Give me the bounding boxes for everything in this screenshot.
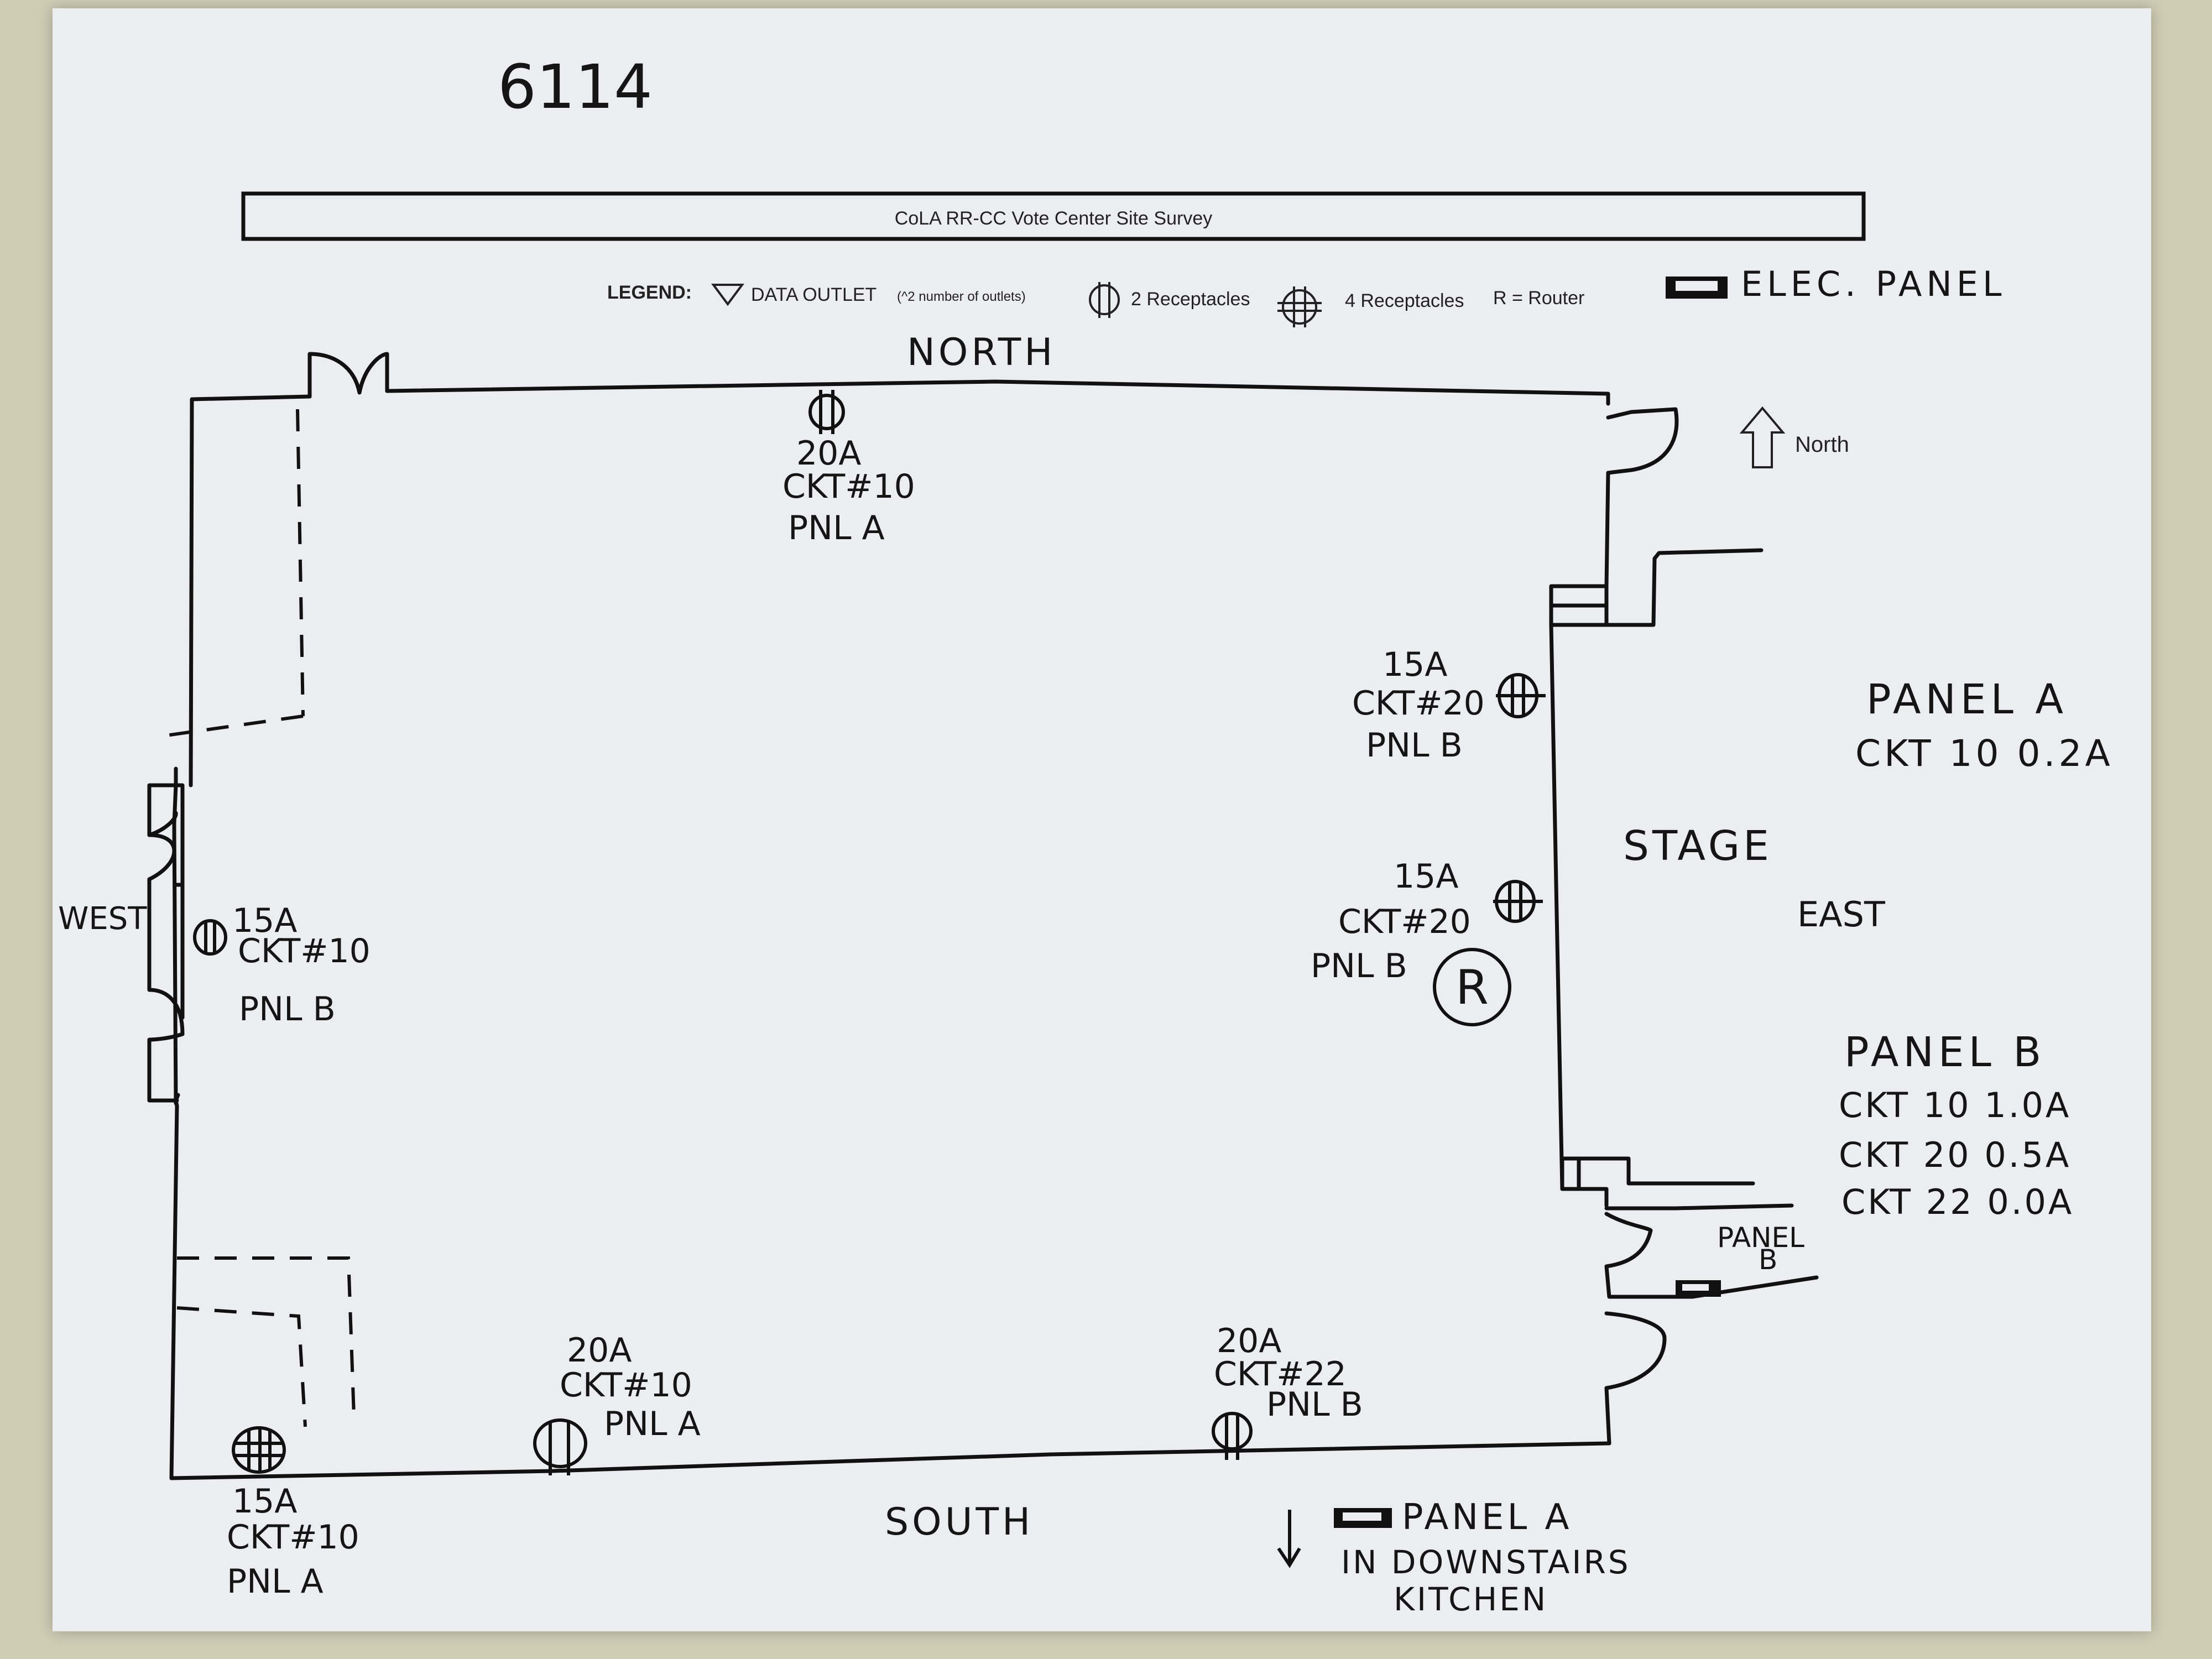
legend-elec-panel: ELEC. PANEL [1741, 264, 2006, 304]
data-outlet-icon [711, 284, 744, 306]
panel-b-location-line-2: B [1759, 1244, 1777, 1276]
panel-a-location-line-1: PANEL A [1402, 1497, 1572, 1538]
legend-two-receptacles: 2 Receptacles [1131, 289, 1250, 310]
north-label: North [1795, 432, 1849, 457]
survey-title: CoLA RR-CC Vote Center Site Survey [895, 208, 1212, 229]
title-box [241, 191, 1866, 241]
north-circuit: CKT#10 [782, 467, 915, 506]
receptacle-east-lower-icon [1493, 880, 1543, 923]
dashed-features [165, 409, 356, 1427]
east-lower-amp: 15A [1394, 857, 1458, 896]
south-left-circuit: CKT#10 [560, 1366, 692, 1405]
east-upper-amp: 15A [1383, 645, 1447, 684]
west-circuit: CKT#10 [238, 932, 371, 971]
router-icon: R [1433, 948, 1511, 1026]
southwest-panel: PNL A [227, 1562, 324, 1601]
south-right-amp: 20A [1217, 1322, 1281, 1360]
panel-b-row-2: CKT 20 0.5A [1839, 1135, 2071, 1175]
panel-b-row-3: CKT 22 0.0A [1841, 1182, 2074, 1222]
south-right-panel: PNL B [1266, 1385, 1363, 1424]
panel-a-marker: PANEL A IN DOWNSTAIRS KITCHEN [1277, 1497, 1631, 1618]
survey-number: 6114 [498, 51, 653, 122]
stage-label: STAGE [1623, 822, 1772, 870]
legend-label: LEGEND: [607, 282, 692, 303]
two-receptacles-icon [1089, 282, 1120, 318]
wall-south-label: SOUTH [885, 1500, 1034, 1544]
panel-a-location-line-3: KITCHEN [1394, 1580, 1548, 1618]
receptacle-south-right-icon [1212, 1412, 1253, 1460]
east-upper-panel: PNL B [1366, 726, 1463, 765]
receptacle-east-upper-icon [1496, 673, 1546, 718]
panel-a-row-1: CKT 10 0.2A [1855, 732, 2114, 775]
panel-a-title: PANEL A [1866, 676, 2068, 723]
legend-data-outlet: DATA OUTLET [751, 284, 877, 305]
receptacle-south-left-icon [533, 1418, 587, 1475]
north-panel: PNL A [788, 509, 885, 547]
panel-b-location-line-1: PANEL [1717, 1222, 1804, 1254]
south-left-panel: PNL A [604, 1405, 701, 1443]
north-arrow-icon [1739, 406, 1786, 468]
southwest-amp: 15A [232, 1482, 297, 1521]
building-outline [147, 352, 1819, 1480]
router-label: R [1455, 960, 1489, 1015]
down-arrow-icon [1277, 1510, 1301, 1568]
east-upper-circuit: CKT#20 [1352, 684, 1485, 723]
west-panel: PNL B [239, 990, 336, 1029]
southwest-circuit: CKT#10 [227, 1518, 359, 1557]
panel-b-title: PANEL B [1844, 1029, 2046, 1076]
legend: LEGEND: DATA OUTLET (^2 number of outlet… [607, 264, 2006, 327]
legend-four-receptacles: 4 Receptacles [1345, 290, 1464, 311]
wall-west-label: WEST [58, 901, 147, 937]
wall-east-label: EAST [1797, 894, 1886, 935]
four-receptacles-icon [1277, 286, 1322, 327]
legend-data-outlet-note: (^2 number of outlets) [897, 289, 1026, 304]
legend-router: R = Router [1493, 288, 1584, 309]
receptacle-southwest-corner-icon [232, 1426, 286, 1474]
east-lower-panel: PNL B [1311, 947, 1407, 985]
receptacle-west-icon [193, 919, 227, 956]
south-left-amp: 20A [567, 1331, 632, 1370]
paper-sheet [53, 8, 2151, 1631]
panel-a-location-line-2: IN DOWNSTAIRS [1341, 1543, 1631, 1581]
panel-b-marker: PANEL B [1676, 1222, 1804, 1297]
panel-b-row-1: CKT 10 1.0A [1839, 1085, 2071, 1125]
wall-north-label: NORTH [907, 331, 1056, 374]
north-amp: 20A [796, 434, 861, 473]
south-right-circuit: CKT#22 [1214, 1355, 1347, 1394]
east-lower-circuit: CKT#20 [1338, 902, 1471, 941]
receptacle-north-icon [808, 390, 845, 434]
west-amp: 15A [232, 901, 297, 940]
